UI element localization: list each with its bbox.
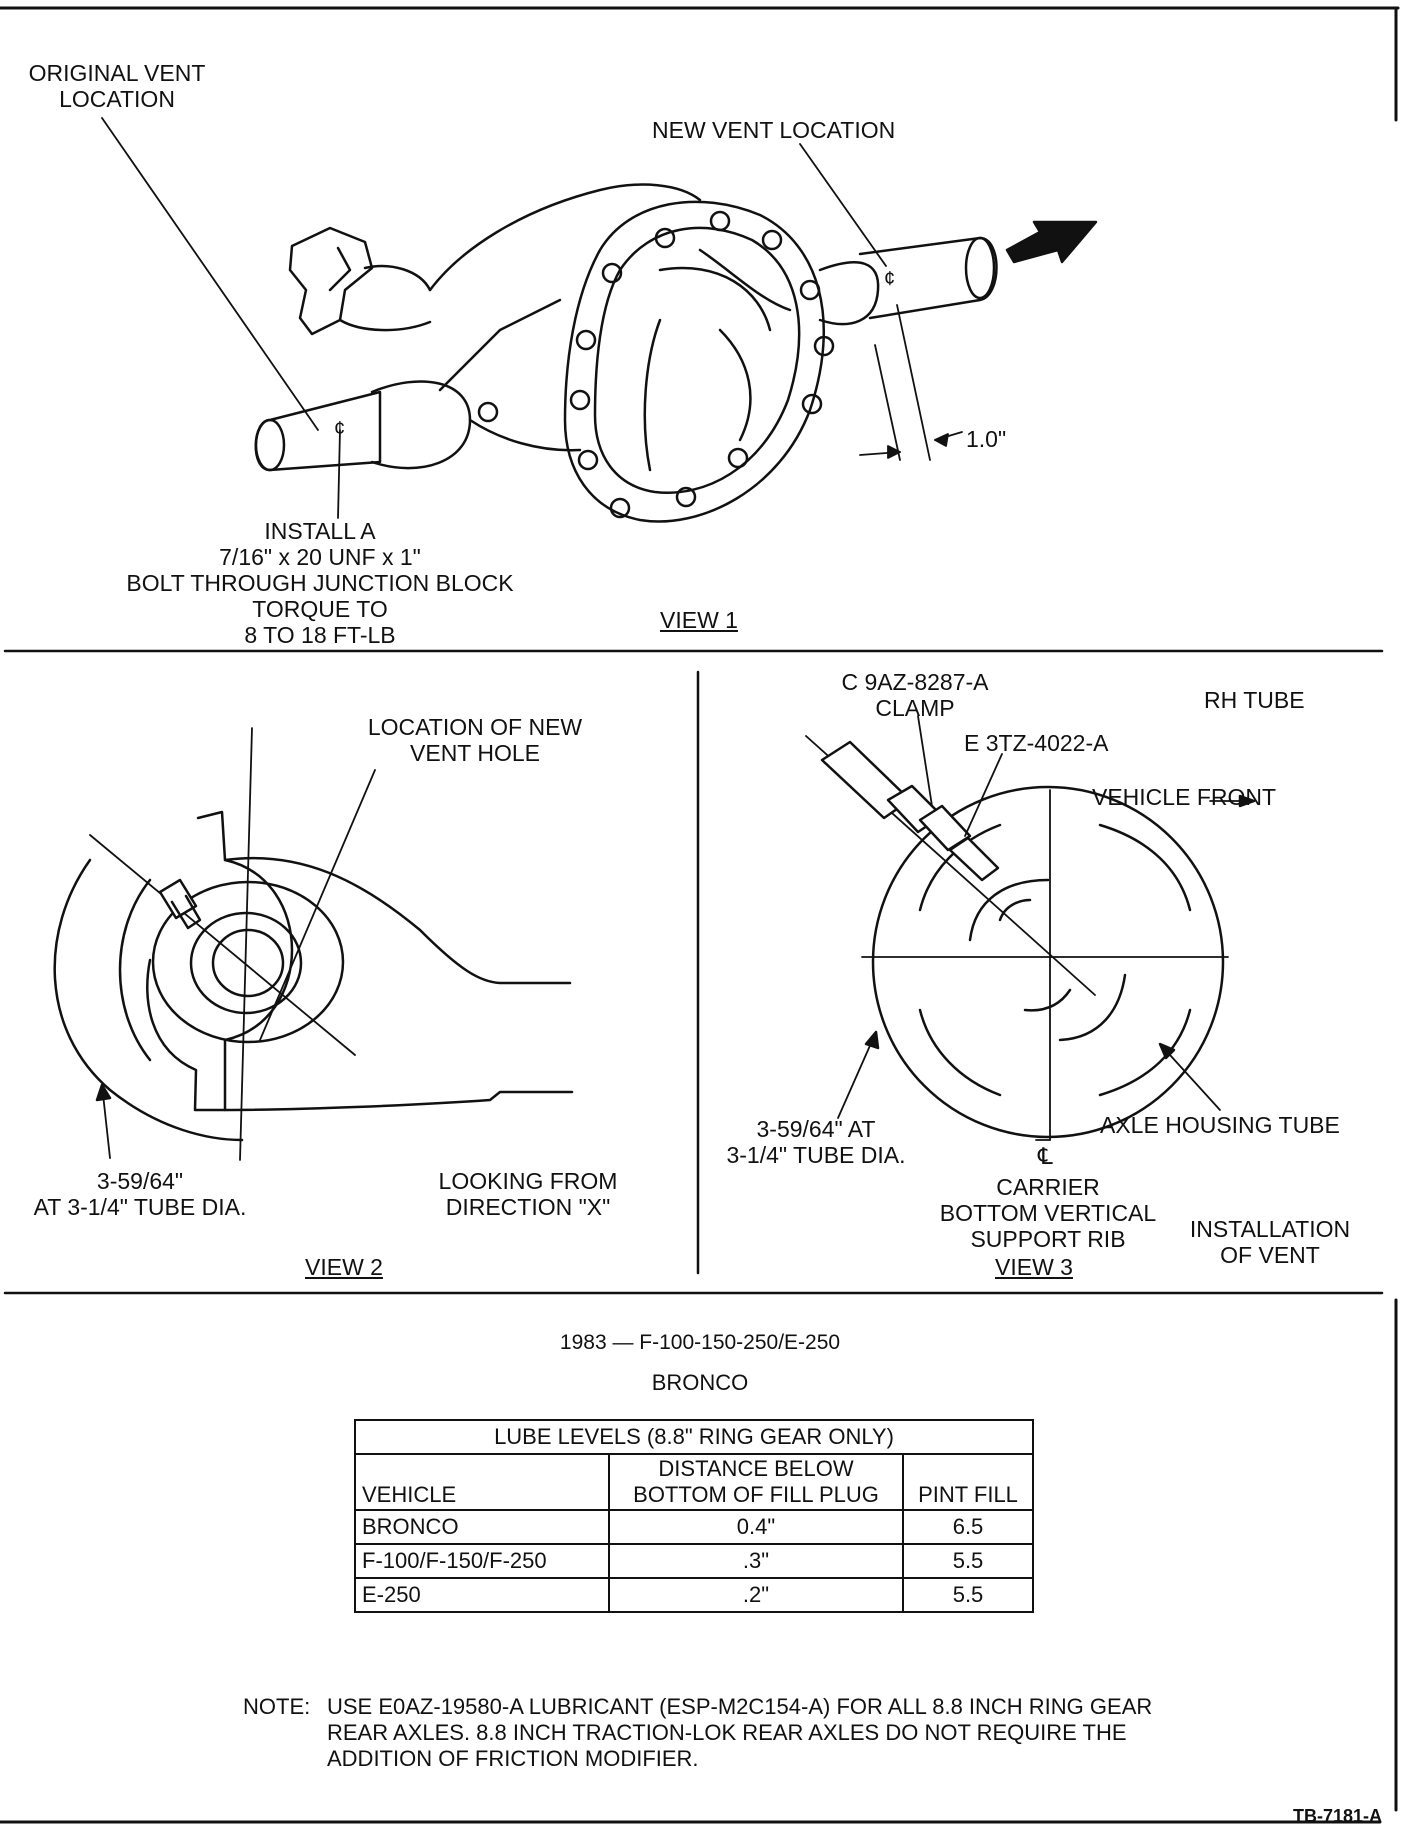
axle-assembly-drawing (254, 183, 1098, 523)
installation-line1: INSTALLATION (1189, 1216, 1351, 1242)
header-distance: DISTANCE BELOW BOTTOM OF FILL PLUG (608, 1453, 904, 1511)
cell-pint: 5.5 (902, 1577, 1034, 1613)
carrier-line2: BOTTOM VERTICAL (939, 1200, 1157, 1226)
view3-dim-line1: 3-59/64" AT (756, 1116, 876, 1142)
view2-drawing (53, 727, 574, 1161)
clamp-label: C 9AZ-8287-A CLAMP (830, 669, 1000, 721)
lube-levels-table: LUBE LEVELS (8.8" RING GEAR ONLY) VEHICL… (354, 1419, 1034, 1613)
carrier-line1: CARRIER (996, 1174, 1100, 1200)
page-rules (0, 6, 1400, 1824)
original-vent-line1: ORIGINAL VENT (28, 60, 206, 86)
cell-vehicle: BRONCO (354, 1509, 610, 1545)
table-title: LUBE LEVELS (8.8" RING GEAR ONLY) (354, 1419, 1034, 1455)
view3-dimension-label: 3-59/64" AT 3-1/4" TUBE DIA. (716, 1116, 916, 1168)
view1-title: VIEW 1 (660, 607, 738, 633)
note-heading: NOTE: (243, 1694, 311, 1719)
looking-line2: DIRECTION "X" (445, 1194, 611, 1220)
location-label-line1: LOCATION OF NEW (367, 714, 583, 740)
header-distance-line1: DISTANCE BELOW (658, 1456, 854, 1481)
install-note-line5: 8 TO 18 FT-LB (244, 622, 396, 648)
location-new-vent-hole-label: LOCATION OF NEW VENT HOLE (360, 714, 590, 766)
view3-dim-line2: 3-1/4" TUBE DIA. (726, 1142, 906, 1168)
looking-line1: LOOKING FROM (438, 1168, 618, 1194)
new-vent-label: NEW VENT LOCATION (652, 117, 896, 143)
view2-dim-line1: 3-59/64" (96, 1168, 184, 1194)
bronco-heading: BRONCO (651, 1370, 749, 1395)
figure-id: TB-7181-A (1292, 1806, 1382, 1826)
installation-line2: OF VENT (1220, 1242, 1320, 1268)
cell-distance: 0.4" (608, 1509, 904, 1545)
clamp-line1: C 9AZ-8287-A (841, 669, 989, 695)
view3-title: VIEW 3 (995, 1254, 1073, 1280)
view2-dim-line2: AT 3-1/4" TUBE DIA. (33, 1194, 247, 1220)
cell-vehicle: F-100/F-150/F-250 (354, 1543, 610, 1579)
install-note-line4: TORQUE TO (252, 596, 388, 622)
dimension-1in: 1.0" (966, 426, 1007, 452)
install-note-line1: INSTALL A (264, 518, 376, 544)
cell-distance: .2" (608, 1577, 904, 1613)
install-bolt-note: INSTALL A 7/16" x 20 UNF x 1" BOLT THROU… (110, 518, 530, 648)
view1-leaders (101, 117, 963, 519)
table-row: F-100/F-150/F-250 .3" 5.5 (354, 1543, 1034, 1579)
carrier-rib-label: CARRIER BOTTOM VERTICAL SUPPORT RIB (928, 1174, 1168, 1252)
direction-x-arrow (1005, 220, 1098, 264)
axle-housing-tube-label: AXLE HOUSING TUBE (1100, 1112, 1340, 1138)
cover-bolts (477, 210, 835, 519)
view3-drawing (805, 715, 1256, 1141)
rh-tube-label: RH TUBE (1204, 687, 1305, 713)
models-heading: 1983 — F-100-150-250/E-250 (559, 1331, 841, 1354)
looking-from-label: LOOKING FROM DIRECTION "X" (428, 1168, 628, 1220)
clamp-line2: CLAMP (875, 695, 955, 721)
original-vent-line2: LOCATION (59, 86, 175, 112)
table-row: BRONCO 0.4" 6.5 (354, 1509, 1034, 1545)
centerline-symbol: ℄ (1038, 1143, 1053, 1169)
view2-title: VIEW 2 (305, 1254, 383, 1280)
cell-pint: 6.5 (902, 1509, 1034, 1545)
centerline-mark-left: ¢ (334, 418, 346, 440)
cell-distance: .3" (608, 1543, 904, 1579)
location-label-line2: VENT HOLE (410, 740, 540, 766)
cell-vehicle: E-250 (354, 1577, 610, 1613)
header-pint-fill: PINT FILL (902, 1453, 1034, 1511)
original-vent-label: ORIGINAL VENT LOCATION (22, 60, 212, 112)
header-vehicle: VEHICLE (354, 1453, 610, 1511)
install-note-line2: 7/16" x 20 UNF x 1" (219, 544, 421, 570)
header-distance-line2: BOTTOM OF FILL PLUG (633, 1482, 879, 1507)
centerline-mark-right: ¢ (884, 268, 896, 290)
vehicle-front-label: VEHICLE FRONT (1092, 784, 1277, 810)
vent-part-label: E 3TZ-4022-A (964, 730, 1109, 756)
view2-dimension-label: 3-59/64" AT 3-1/4" TUBE DIA. (20, 1168, 260, 1220)
carrier-line3: SUPPORT RIB (970, 1226, 1126, 1252)
installation-of-vent-label: INSTALLATION OF VENT (1180, 1216, 1360, 1268)
install-note-line3: BOLT THROUGH JUNCTION BLOCK (126, 570, 514, 596)
cell-pint: 5.5 (902, 1543, 1034, 1579)
note-text: USE E0AZ-19580-A LUBRICANT (ESP-M2C154-A… (327, 1694, 1153, 1771)
table-row: E-250 .2" 5.5 (354, 1577, 1034, 1613)
